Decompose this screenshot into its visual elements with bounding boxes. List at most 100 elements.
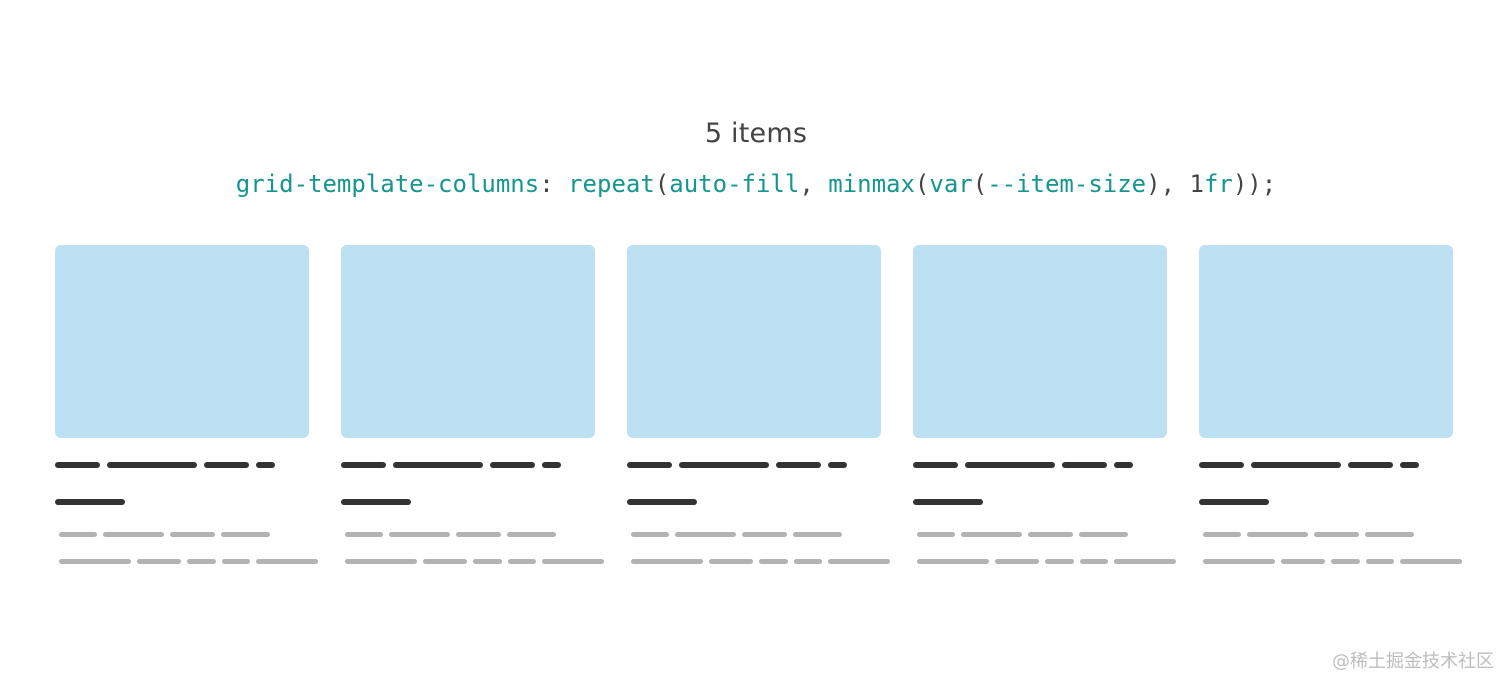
text-placeholder-bar <box>222 559 250 564</box>
title-placeholder-bar <box>776 462 821 468</box>
title-placeholder-bar <box>55 499 125 505</box>
item-title-line <box>913 462 1133 468</box>
title-placeholder-bar <box>107 462 197 468</box>
text-placeholder-bar <box>345 559 417 564</box>
code-custom-property: --item-size <box>987 170 1147 198</box>
item-thumbnail <box>55 245 309 438</box>
item-text-line <box>1203 532 1414 537</box>
text-placeholder-bar <box>742 532 787 537</box>
code-auto-fill: auto-fill <box>669 170 800 198</box>
code-var-fn: var <box>929 170 973 198</box>
title-placeholder-bar <box>1348 462 1393 468</box>
title-placeholder-bar <box>913 499 983 505</box>
item-title-line <box>627 462 847 468</box>
item-text-line <box>59 559 318 564</box>
item-title-line <box>627 499 697 505</box>
text-placeholder-bar <box>759 559 788 564</box>
text-placeholder-bar <box>423 559 467 564</box>
text-placeholder-bar <box>507 532 556 537</box>
code-paren: ) <box>1146 170 1161 198</box>
title-placeholder-bar <box>55 462 100 468</box>
title-placeholder-bar <box>542 462 561 468</box>
title-placeholder-bar <box>828 462 847 468</box>
text-placeholder-bar <box>1114 559 1176 564</box>
item-text-line <box>345 532 556 537</box>
code-unit: fr <box>1203 170 1233 198</box>
text-placeholder-bar <box>709 559 753 564</box>
card-grid <box>55 245 1462 575</box>
title-placeholder-bar <box>1199 462 1244 468</box>
grid-item-card <box>55 245 318 575</box>
title-placeholder-bar <box>341 499 411 505</box>
title-placeholder-bar <box>965 462 1055 468</box>
item-text-line <box>1203 559 1462 564</box>
item-thumbnail <box>627 245 881 438</box>
item-thumbnail <box>341 245 595 438</box>
text-placeholder-bar <box>508 559 536 564</box>
text-placeholder-bar <box>59 559 131 564</box>
item-text-line <box>917 532 1128 537</box>
text-placeholder-bar <box>1203 559 1275 564</box>
item-title-line <box>341 462 561 468</box>
title-placeholder-bar <box>913 462 958 468</box>
grid-item-card <box>627 245 890 575</box>
code-colon: : <box>539 170 569 198</box>
text-placeholder-bar <box>917 559 989 564</box>
text-placeholder-bar <box>1203 532 1241 537</box>
text-placeholder-bar <box>675 532 736 537</box>
code-minmax-fn: minmax <box>828 170 915 198</box>
text-placeholder-bar <box>1247 532 1308 537</box>
text-placeholder-bar <box>1080 559 1108 564</box>
item-text-line <box>917 559 1176 564</box>
title-placeholder-bar <box>679 462 769 468</box>
item-title-line <box>1199 462 1419 468</box>
item-title-line <box>1199 499 1269 505</box>
text-placeholder-bar <box>187 559 216 564</box>
text-placeholder-bar <box>631 559 703 564</box>
code-paren: ( <box>914 170 930 198</box>
title-placeholder-bar <box>1114 462 1133 468</box>
code-comma: , <box>1160 170 1190 198</box>
item-text-line <box>345 559 604 564</box>
title-placeholder-bar <box>627 499 697 505</box>
text-placeholder-bar <box>170 532 215 537</box>
text-placeholder-bar <box>389 532 450 537</box>
item-thumbnail <box>913 245 1167 438</box>
grid-item-card <box>1199 245 1462 575</box>
text-placeholder-bar <box>793 532 842 537</box>
text-placeholder-bar <box>961 532 1022 537</box>
grid-item-card <box>341 245 604 575</box>
code-repeat-fn: repeat <box>568 170 655 198</box>
title-placeholder-bar <box>341 462 386 468</box>
text-placeholder-bar <box>1045 559 1074 564</box>
code-number: 1 <box>1189 170 1204 198</box>
item-title-line <box>55 462 275 468</box>
text-placeholder-bar <box>1079 532 1128 537</box>
item-text-line <box>631 559 890 564</box>
text-placeholder-bar <box>256 559 318 564</box>
item-count-caption: 5 items <box>704 118 808 149</box>
text-placeholder-bar <box>1365 532 1414 537</box>
text-placeholder-bar <box>221 532 270 537</box>
text-placeholder-bar <box>917 532 955 537</box>
title-placeholder-bar <box>1199 499 1269 505</box>
item-text-line <box>59 532 270 537</box>
item-thumbnail <box>1199 245 1453 438</box>
text-placeholder-bar <box>345 532 383 537</box>
text-placeholder-bar <box>1400 559 1462 564</box>
code-property: grid-template-columns <box>235 170 540 198</box>
text-placeholder-bar <box>828 559 890 564</box>
text-placeholder-bar <box>1028 532 1073 537</box>
code-close-parens: )); <box>1232 170 1277 198</box>
text-placeholder-bar <box>1314 532 1359 537</box>
code-comma: , <box>799 170 829 198</box>
text-placeholder-bar <box>794 559 822 564</box>
code-paren: ( <box>972 170 988 198</box>
text-placeholder-bar <box>473 559 502 564</box>
text-placeholder-bar <box>1331 559 1360 564</box>
item-text-line <box>631 532 842 537</box>
item-title-line <box>55 499 125 505</box>
text-placeholder-bar <box>542 559 604 564</box>
item-title-line <box>913 499 983 505</box>
grid-item-card <box>913 245 1176 575</box>
